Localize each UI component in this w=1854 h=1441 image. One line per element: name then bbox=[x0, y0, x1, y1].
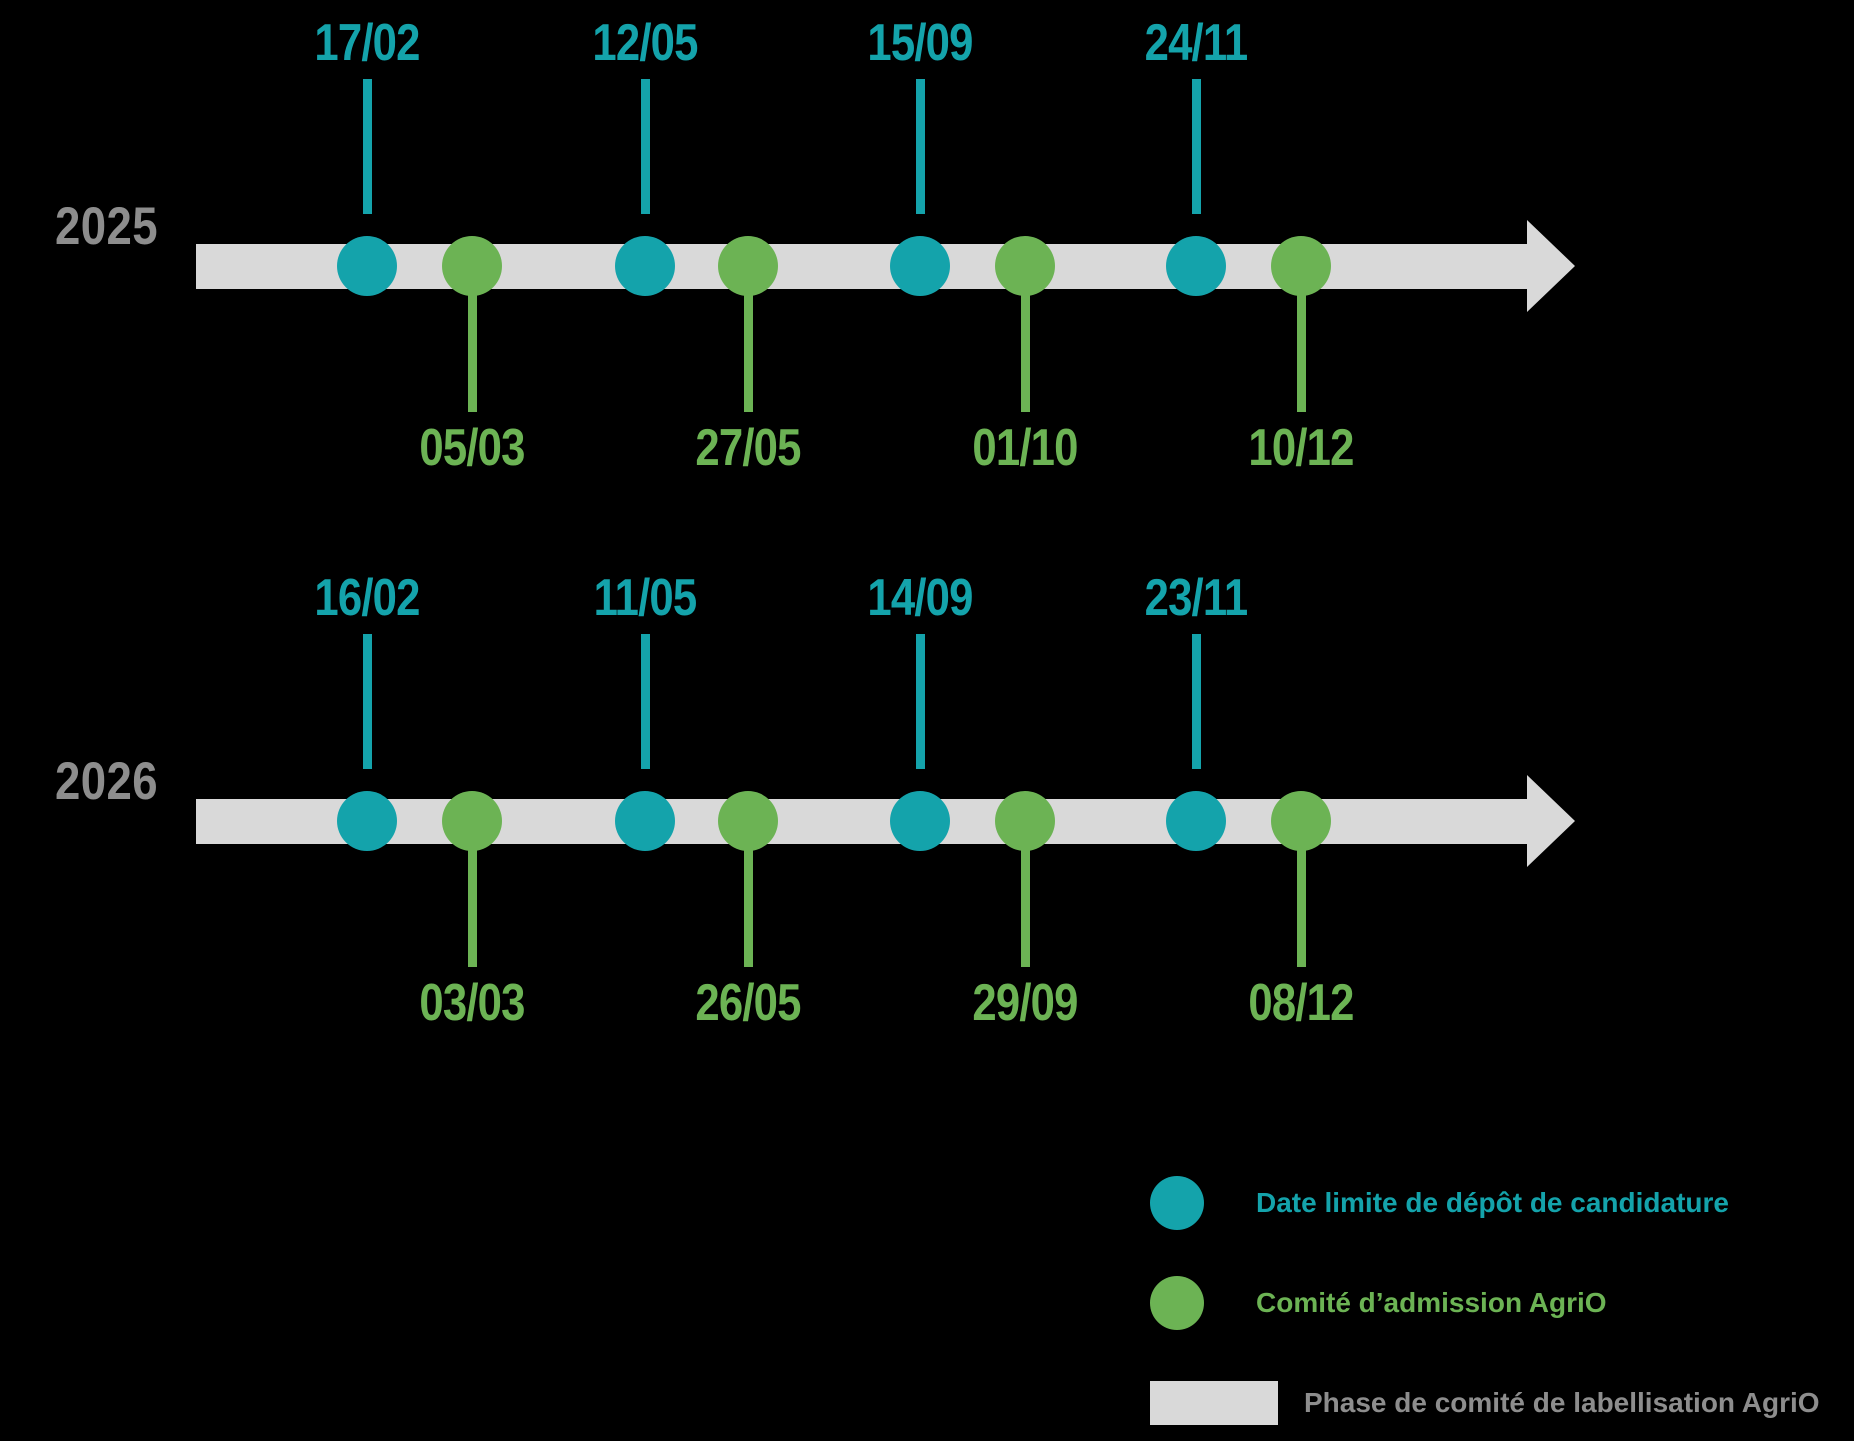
marker-stem bbox=[1297, 284, 1306, 412]
marker-dot-teal[interactable] bbox=[1166, 791, 1226, 851]
marker-date-label: 29/09 bbox=[972, 974, 1078, 1032]
marker-date-label: 08/12 bbox=[1248, 974, 1354, 1032]
timeline-row-2025: 2025 17/02 05/03 12/05 27/05 15/09 bbox=[0, 0, 1854, 530]
timeline-row-2026: 2026 16/02 03/03 11/05 26/05 14/09 bbox=[0, 555, 1854, 1085]
marker-date-label: 10/12 bbox=[1248, 419, 1354, 477]
marker-stem bbox=[468, 839, 477, 967]
legend-item-deadline: Date limite de dépôt de candidature bbox=[1150, 1175, 1729, 1231]
marker-stem bbox=[1192, 79, 1201, 214]
marker-stem bbox=[1192, 634, 1201, 769]
marker-date-label: 14/09 bbox=[867, 569, 973, 627]
marker-stem bbox=[744, 839, 753, 967]
legend-dot-teal-icon bbox=[1150, 1176, 1204, 1230]
legend-item-phase: Phase de comité de labellisation AgriO bbox=[1150, 1375, 1820, 1431]
marker-dot-teal[interactable] bbox=[890, 791, 950, 851]
marker-date-label: 23/11 bbox=[1144, 569, 1249, 627]
marker-stem bbox=[744, 284, 753, 412]
marker-date-label: 26/05 bbox=[695, 974, 801, 1032]
legend-item-committee: Comité d’admission AgriO bbox=[1150, 1275, 1607, 1331]
marker-stem bbox=[1021, 839, 1030, 967]
marker-stem bbox=[641, 634, 650, 769]
marker-date-label: 17/02 bbox=[314, 14, 420, 72]
year-label-2026: 2026 bbox=[54, 752, 159, 811]
marker-date-label: 01/10 bbox=[972, 419, 1078, 477]
year-label-2025: 2025 bbox=[54, 197, 159, 256]
marker-stem bbox=[916, 634, 925, 769]
marker-date-label: 12/05 bbox=[592, 14, 698, 72]
marker-stem bbox=[916, 79, 925, 214]
marker-date-label: 27/05 bbox=[695, 419, 801, 477]
legend-label: Phase de comité de labellisation AgriO bbox=[1304, 1387, 1820, 1418]
marker-date-label: 24/11 bbox=[1144, 14, 1249, 72]
marker-date-label: 05/03 bbox=[419, 419, 525, 477]
marker-date-label: 15/09 bbox=[867, 14, 973, 72]
marker-dot-teal[interactable] bbox=[1166, 236, 1226, 296]
legend-label: Date limite de dépôt de candidature bbox=[1256, 1187, 1729, 1218]
marker-stem bbox=[468, 284, 477, 412]
marker-date-label: 11/05 bbox=[593, 569, 698, 627]
marker-stem bbox=[1021, 284, 1030, 412]
marker-date-label: 03/03 bbox=[419, 974, 525, 1032]
legend-label: Comité d’admission AgriO bbox=[1256, 1287, 1607, 1318]
marker-dot-teal[interactable] bbox=[337, 236, 397, 296]
marker-dot-teal[interactable] bbox=[615, 236, 675, 296]
marker-stem bbox=[363, 79, 372, 214]
legend-bar-gray-icon bbox=[1150, 1381, 1278, 1425]
legend-dot-green-icon bbox=[1150, 1276, 1204, 1330]
marker-stem bbox=[1297, 839, 1306, 967]
marker-date-label: 16/02 bbox=[314, 569, 420, 627]
marker-dot-teal[interactable] bbox=[337, 791, 397, 851]
marker-dot-teal[interactable] bbox=[615, 791, 675, 851]
marker-stem bbox=[641, 79, 650, 214]
marker-dot-teal[interactable] bbox=[890, 236, 950, 296]
marker-stem bbox=[363, 634, 372, 769]
